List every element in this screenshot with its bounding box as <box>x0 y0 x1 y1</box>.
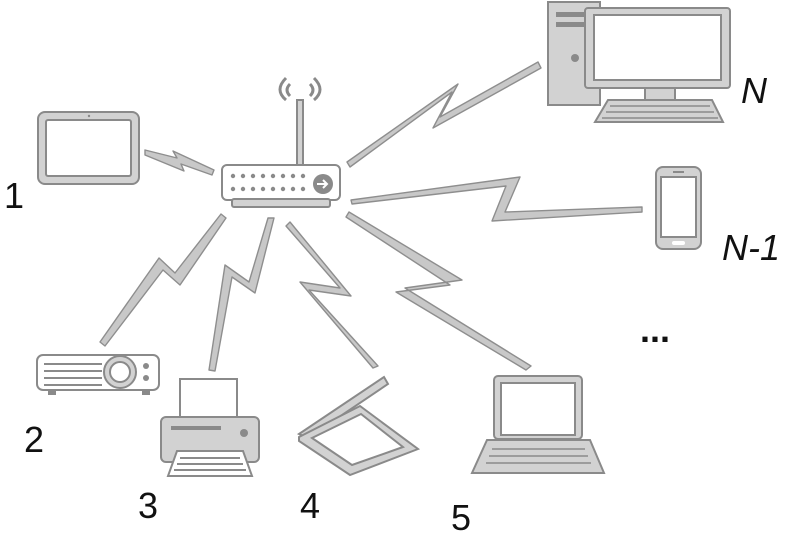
wireless-links <box>99 61 643 372</box>
desktop-computer-icon <box>547 1 731 123</box>
device-label-5: 5 <box>451 497 471 538</box>
wireless-link-1 <box>144 149 215 176</box>
wireless-link-2 <box>99 213 227 347</box>
device-label-4: 4 <box>300 485 320 526</box>
wireless-link-n <box>346 61 542 168</box>
device-label-3: 3 <box>138 485 158 526</box>
tablet-icon <box>37 111 140 185</box>
ellipsis-label: ... <box>640 309 670 350</box>
device-label-n: N <box>741 70 768 111</box>
projector-icon <box>36 354 160 395</box>
wireless-link-4 <box>285 221 379 369</box>
wireless-link-5 <box>345 211 532 371</box>
device-label-n-minus-1: N-1 <box>722 227 780 268</box>
wireless-link-3 <box>208 217 275 372</box>
laptop-icon <box>470 375 606 474</box>
wireless-link-n-minus-1 <box>350 176 643 222</box>
printer-icon <box>160 378 260 477</box>
wireless-router-icon <box>221 76 341 208</box>
device-label-2: 2 <box>24 419 44 460</box>
device-label-1: 1 <box>4 175 24 216</box>
scanner-icon <box>296 375 421 477</box>
smartphone-icon <box>655 166 702 250</box>
